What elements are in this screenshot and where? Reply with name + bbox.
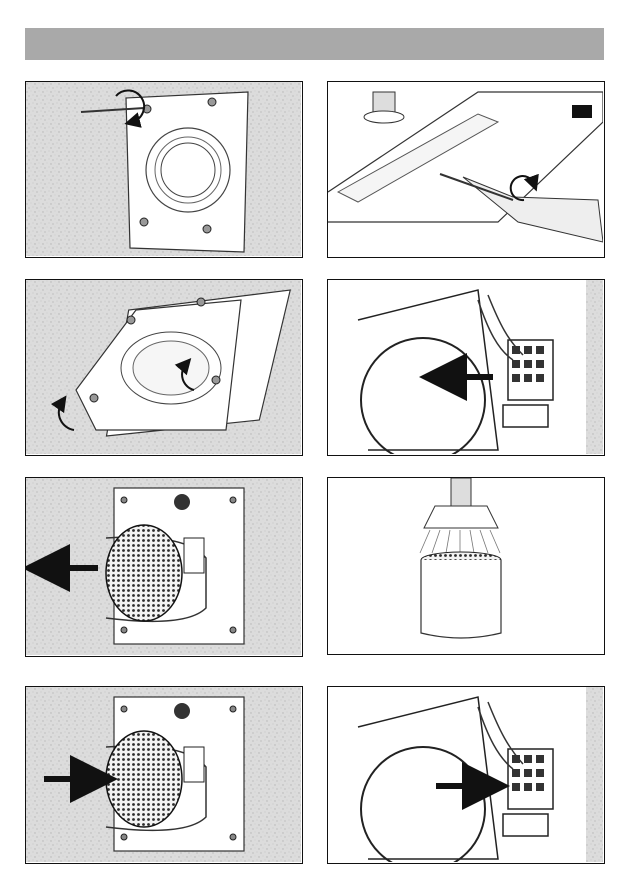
step-panel-3	[25, 279, 303, 456]
step-panel-6	[327, 477, 605, 655]
push-motor-illustration	[26, 687, 301, 862]
reconnect-wires-illustration	[328, 687, 603, 862]
step-panel-7	[25, 686, 303, 864]
remove-cover-illustration	[26, 280, 301, 454]
screwdriver-latch-illustration	[328, 82, 603, 256]
header-bar	[25, 28, 604, 60]
step-panel-5	[25, 477, 303, 657]
pull-motor-illustration	[26, 478, 301, 655]
step-panel-8	[327, 686, 605, 864]
grille-icon	[106, 525, 182, 621]
step-panel-2	[327, 81, 605, 258]
grille-icon	[106, 731, 182, 827]
clean-water-illustration	[328, 478, 603, 653]
step-panel-1	[25, 81, 303, 258]
step-panel-4	[327, 279, 605, 456]
unscrew-cover-illustration	[26, 82, 301, 256]
step-badge	[572, 105, 592, 118]
disconnect-wires-illustration	[328, 280, 603, 454]
